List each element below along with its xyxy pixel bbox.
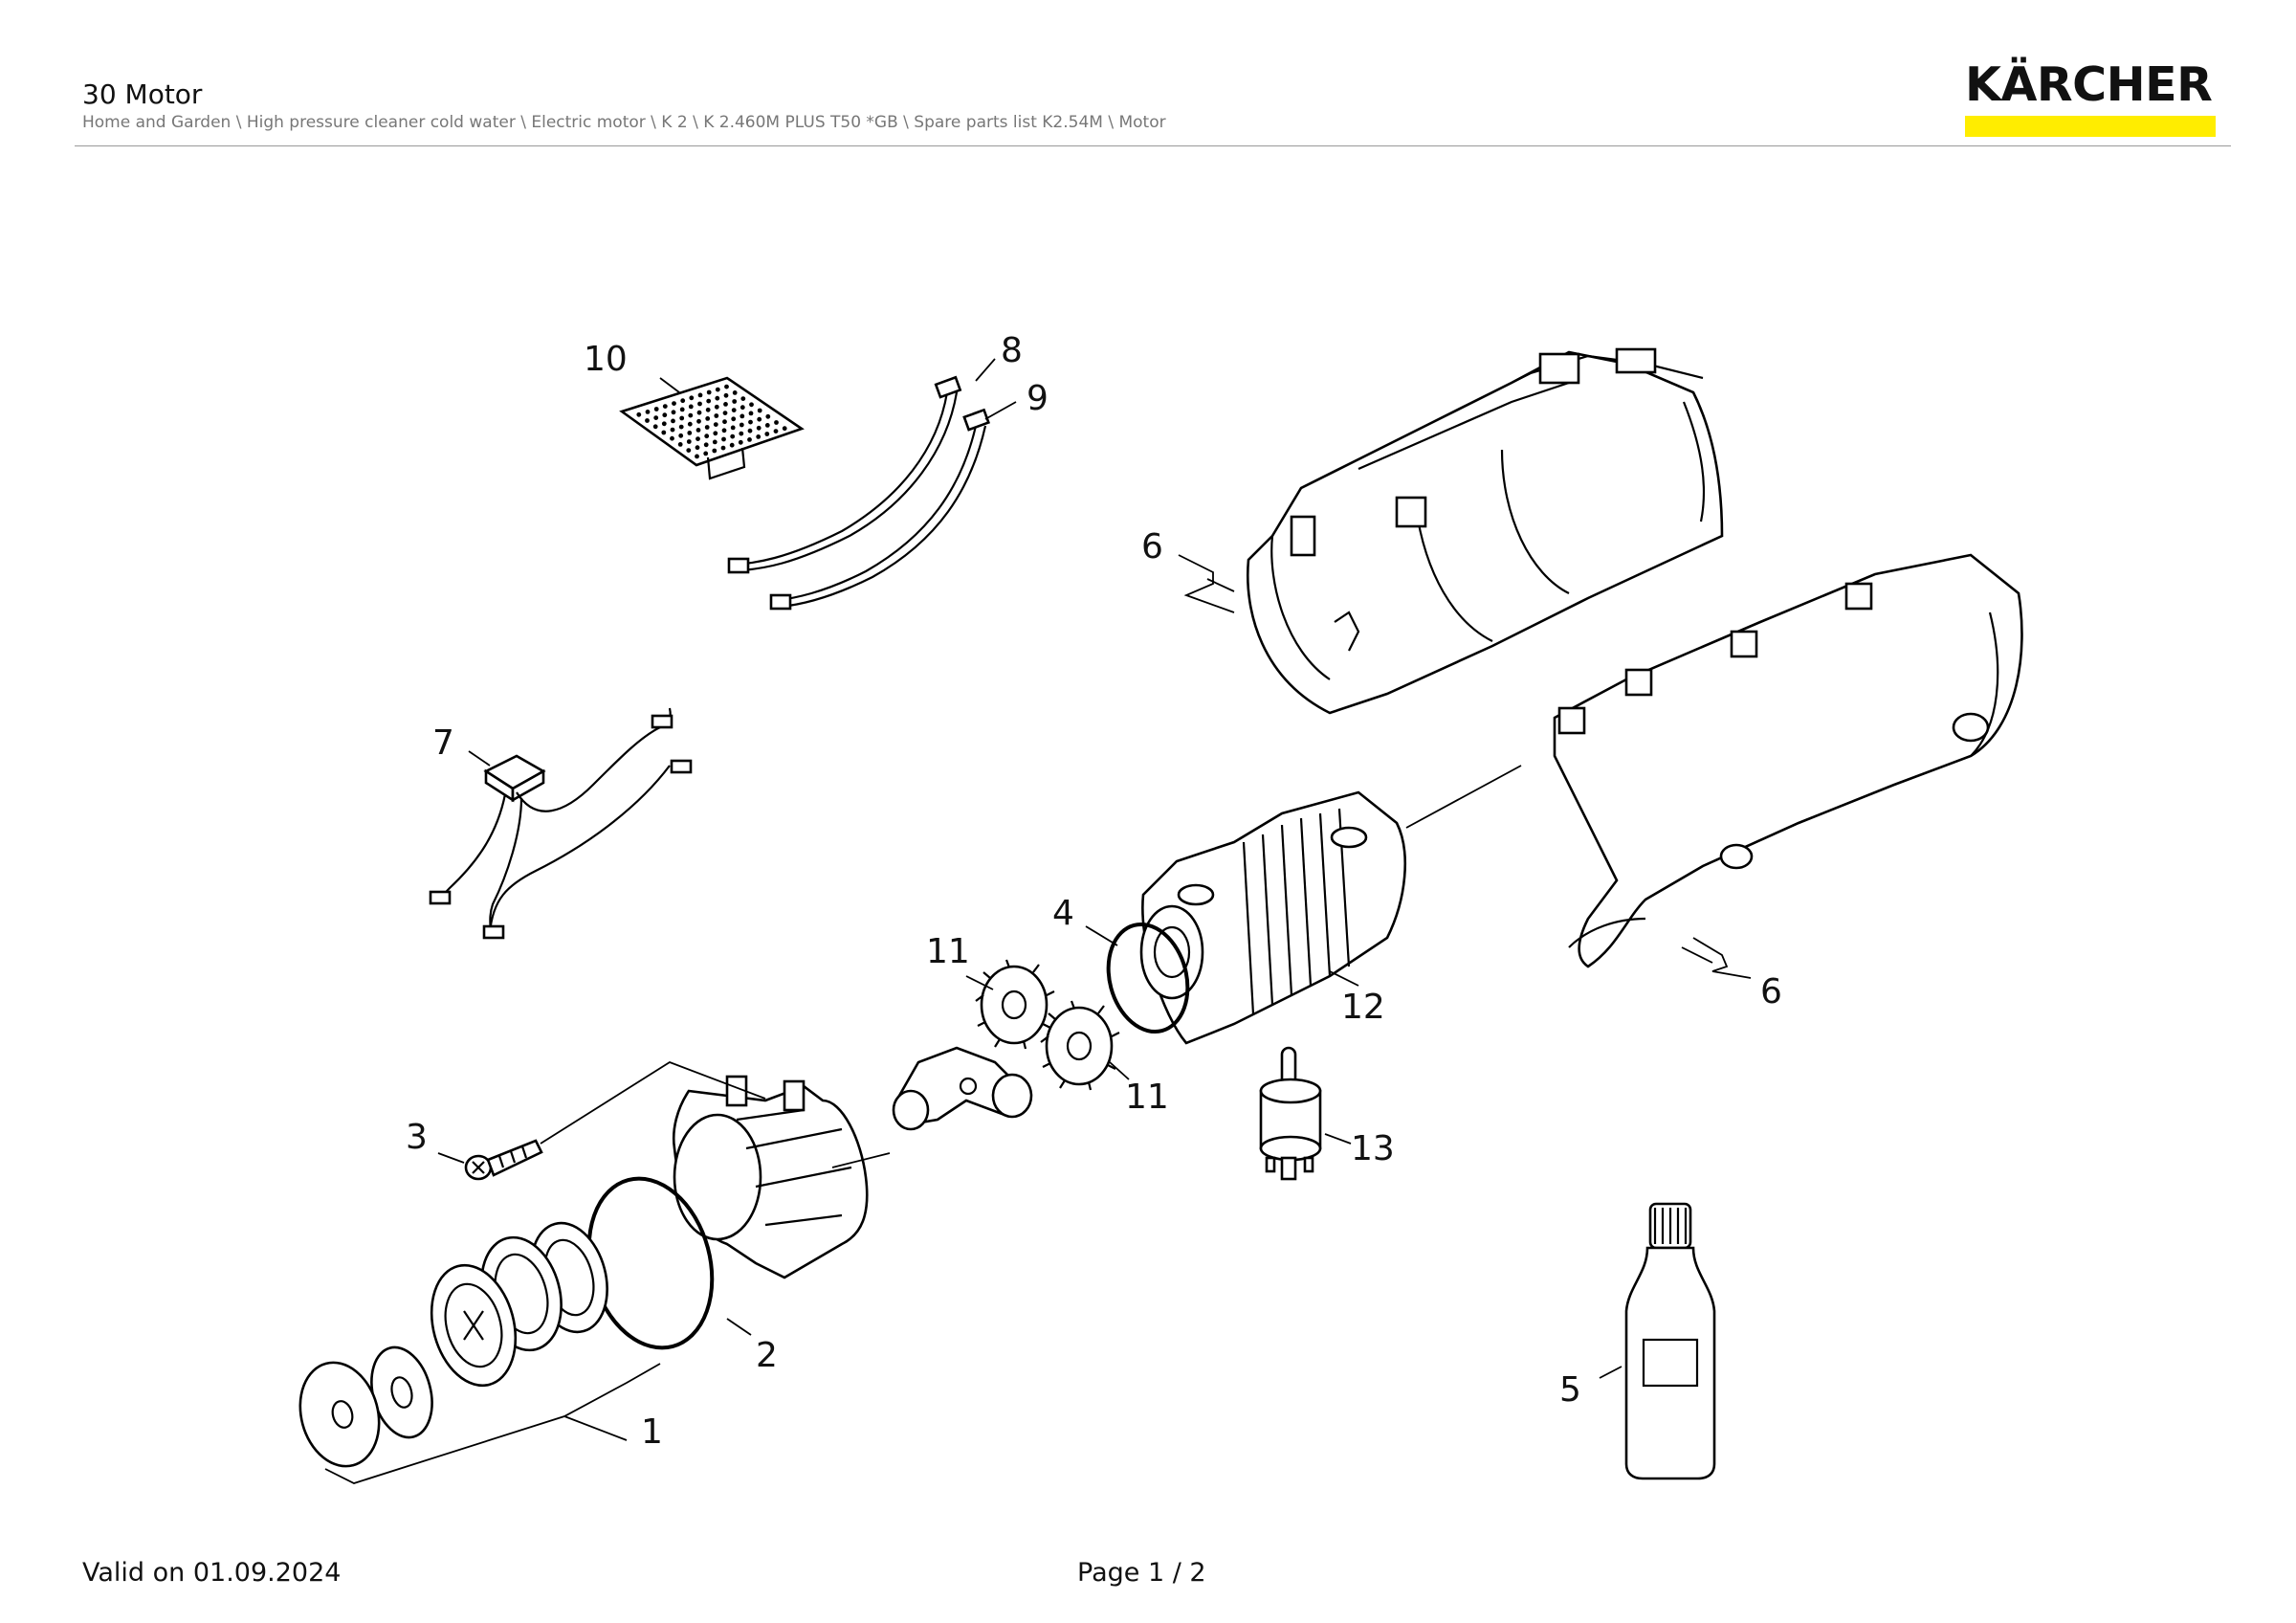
part-6-upper-housing <box>1247 347 1724 715</box>
callout-2: 2 <box>756 1336 778 1375</box>
callout-3: 3 <box>406 1118 428 1157</box>
part-7-capacitor <box>429 707 693 940</box>
callout-8: 8 <box>1001 331 1023 370</box>
callout-12: 12 <box>1341 988 1385 1027</box>
breadcrumb: Home and Garden \ High pressure cleaner … <box>82 113 1166 132</box>
callout-5: 5 <box>1559 1370 1581 1410</box>
footer-page-number: Page 1 / 2 <box>1077 1558 1206 1588</box>
page-title: 30 Motor <box>82 78 203 110</box>
callout-9: 9 <box>1027 379 1049 418</box>
callout-labels: 10 8 9 6 7 4 11 12 3 11 13 2 1 5 6 <box>406 331 1782 1452</box>
callout-13: 13 <box>1351 1129 1395 1168</box>
part-5-oil-bottle <box>1624 1202 1716 1480</box>
part-4-o-ring <box>1106 922 1190 1034</box>
callout-6-lower: 6 <box>1760 972 1782 1012</box>
pump-housing <box>673 1075 869 1279</box>
callout-11-upper: 11 <box>926 932 970 971</box>
part-11-gear-upper <box>975 959 1055 1050</box>
gear-carrier <box>892 1046 1033 1131</box>
part-10-filter-grid <box>619 376 805 480</box>
leader-lines <box>324 358 1752 1484</box>
part-13-damper <box>1259 1046 1322 1181</box>
part-6-lower-housing <box>1553 553 2023 968</box>
callout-6-upper: 6 <box>1141 527 1163 567</box>
part-8-9-cables <box>727 375 990 611</box>
footer-valid-date: Valid on 01.09.2024 <box>82 1558 342 1588</box>
brand-logo-text: KÄRCHER <box>1965 57 2213 112</box>
callout-1: 1 <box>641 1412 663 1452</box>
header-divider <box>75 145 2231 146</box>
callout-11-lower: 11 <box>1125 1078 1169 1117</box>
callout-4: 4 <box>1052 894 1074 933</box>
part-3-screw <box>464 1139 543 1181</box>
callout-7: 7 <box>432 723 454 763</box>
brand-logo: KÄRCHER <box>1965 61 2216 137</box>
brand-logo-bar <box>1965 116 2216 137</box>
callout-10: 10 <box>584 340 628 379</box>
part-12-electric-motor <box>1139 790 1406 1045</box>
part-1-swash-set <box>298 1221 608 1468</box>
part-11-gear-lower <box>1040 1000 1120 1091</box>
